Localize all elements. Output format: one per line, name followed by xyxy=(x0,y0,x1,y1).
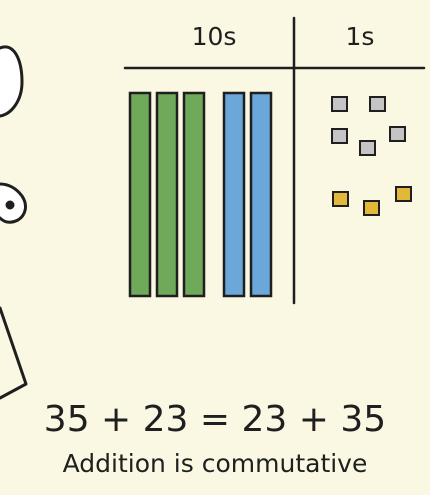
figure-arm xyxy=(0,306,28,400)
tens-rod xyxy=(182,91,206,298)
ones-column-header: 1s xyxy=(346,22,375,51)
ones-cubes-group xyxy=(331,96,412,216)
ones-cube xyxy=(331,96,348,112)
ones-cube xyxy=(331,128,348,144)
cartoon-figure xyxy=(0,45,28,400)
ones-cube xyxy=(363,200,380,216)
ones-cube xyxy=(369,96,386,112)
commutative-caption: Addition is commutative xyxy=(62,449,368,478)
figure-eye xyxy=(5,200,15,210)
ones-cube xyxy=(359,140,376,156)
tens-rod xyxy=(249,91,273,298)
tens-rod xyxy=(155,91,179,298)
ones-cube xyxy=(332,191,349,207)
tens-rod xyxy=(222,91,246,298)
speech-bubble xyxy=(0,45,24,118)
tens-rod xyxy=(128,91,152,298)
tens-rods-group xyxy=(128,91,273,298)
ones-cube xyxy=(389,126,406,142)
tens-column-header: 10s xyxy=(192,22,237,51)
commutative-equation: 35 + 23 = 23 + 35 xyxy=(43,399,387,440)
ones-cube xyxy=(395,186,412,202)
